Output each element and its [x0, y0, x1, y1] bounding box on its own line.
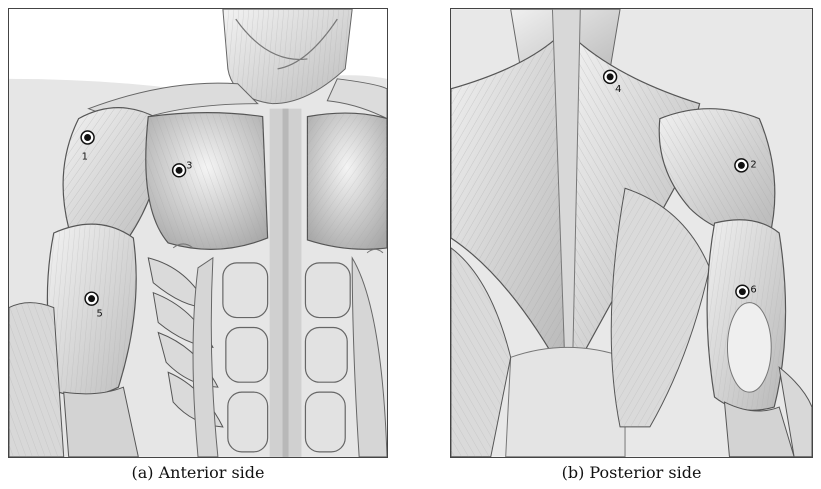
caption-posterior: (b) Posterior side [450, 463, 813, 482]
anterior-panel: 1 3 5 [8, 8, 388, 458]
svg-text:4: 4 [615, 84, 621, 95]
posterior-muscle-illustration: 4 2 6 [451, 9, 812, 457]
svg-text:3: 3 [186, 160, 192, 171]
svg-text:6: 6 [750, 285, 756, 296]
anterior-muscle-illustration: 1 3 5 [9, 9, 387, 457]
svg-text:1: 1 [82, 151, 88, 162]
marker-2: 2 [735, 159, 757, 172]
svg-text:2: 2 [750, 159, 756, 170]
svg-text:5: 5 [97, 309, 103, 320]
posterior-panel: 4 2 6 [450, 8, 813, 458]
caption-anterior: (a) Anterior side [8, 463, 388, 482]
